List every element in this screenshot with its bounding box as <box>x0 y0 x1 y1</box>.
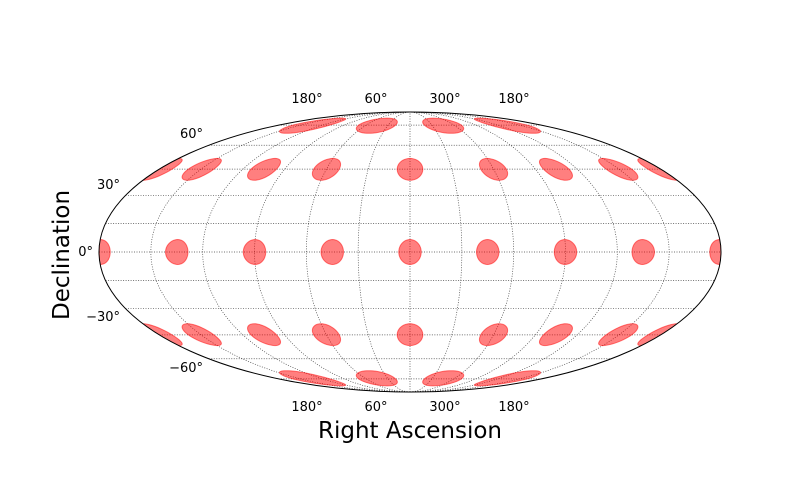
data-point <box>247 157 282 181</box>
data-point <box>422 370 465 387</box>
data-point <box>538 157 573 181</box>
grid-line <box>409 112 463 392</box>
x-axis-label: Right Ascension <box>318 418 502 444</box>
data-point <box>631 239 655 265</box>
grid-line <box>357 112 411 392</box>
x-tick-label-bottom: 180° <box>498 400 529 415</box>
grid-line <box>254 112 411 392</box>
y-tick-labels: 60° 30° 0° −30° −60° <box>78 127 203 376</box>
data-point <box>538 323 573 347</box>
grid-line <box>409 112 566 392</box>
data-point <box>278 370 347 387</box>
x-tick-label-top: 60° <box>364 92 387 107</box>
map-boundary <box>98 111 722 393</box>
x-tick-labels-bottom: 180° 60° 300° 180° <box>291 400 529 415</box>
data-point <box>137 323 183 347</box>
y-tick-label: 60° <box>180 127 203 142</box>
data-point <box>422 117 465 134</box>
y-tick-label: 30° <box>97 178 120 193</box>
data-point <box>355 370 398 387</box>
data-point <box>242 239 267 265</box>
data-point <box>478 157 509 181</box>
data-point <box>637 323 683 347</box>
data-point <box>137 157 183 181</box>
data-point <box>478 323 509 347</box>
x-tick-label-top: 180° <box>291 92 322 107</box>
y-tick-label: 0° <box>78 245 93 260</box>
x-tick-label-top: 300° <box>429 92 460 107</box>
grid-line <box>409 112 618 392</box>
y-tick-label: −30° <box>86 310 120 325</box>
grid-line <box>409 112 670 392</box>
data-point <box>396 157 424 181</box>
data-point <box>637 157 683 181</box>
data-point <box>355 117 398 134</box>
data-point <box>396 323 424 347</box>
x-tick-labels-top: 180° 60° 300° 180° <box>291 92 529 107</box>
grid-line <box>409 112 515 392</box>
data-point <box>320 239 344 265</box>
marker-layer <box>99 117 721 387</box>
data-point <box>181 323 222 347</box>
data-point <box>598 323 639 347</box>
grid-line <box>202 112 411 392</box>
data-point <box>476 239 500 265</box>
data-point <box>247 323 282 347</box>
data-point <box>311 157 342 181</box>
data-point <box>181 157 222 181</box>
x-tick-label-bottom: 60° <box>364 400 387 415</box>
x-tick-label-bottom: 180° <box>291 400 322 415</box>
grid-line <box>305 112 411 392</box>
x-tick-label-top: 180° <box>498 92 529 107</box>
data-point <box>473 117 542 134</box>
y-tick-label: −60° <box>169 361 203 376</box>
grid-line <box>150 112 411 392</box>
data-point <box>473 370 542 387</box>
data-point <box>278 117 347 134</box>
data-point <box>311 323 342 347</box>
data-point <box>165 239 189 265</box>
x-tick-label-bottom: 300° <box>429 400 460 415</box>
data-point <box>553 239 578 265</box>
y-axis-label: Declination <box>49 190 75 320</box>
data-point <box>598 157 639 181</box>
data-point <box>398 239 422 265</box>
